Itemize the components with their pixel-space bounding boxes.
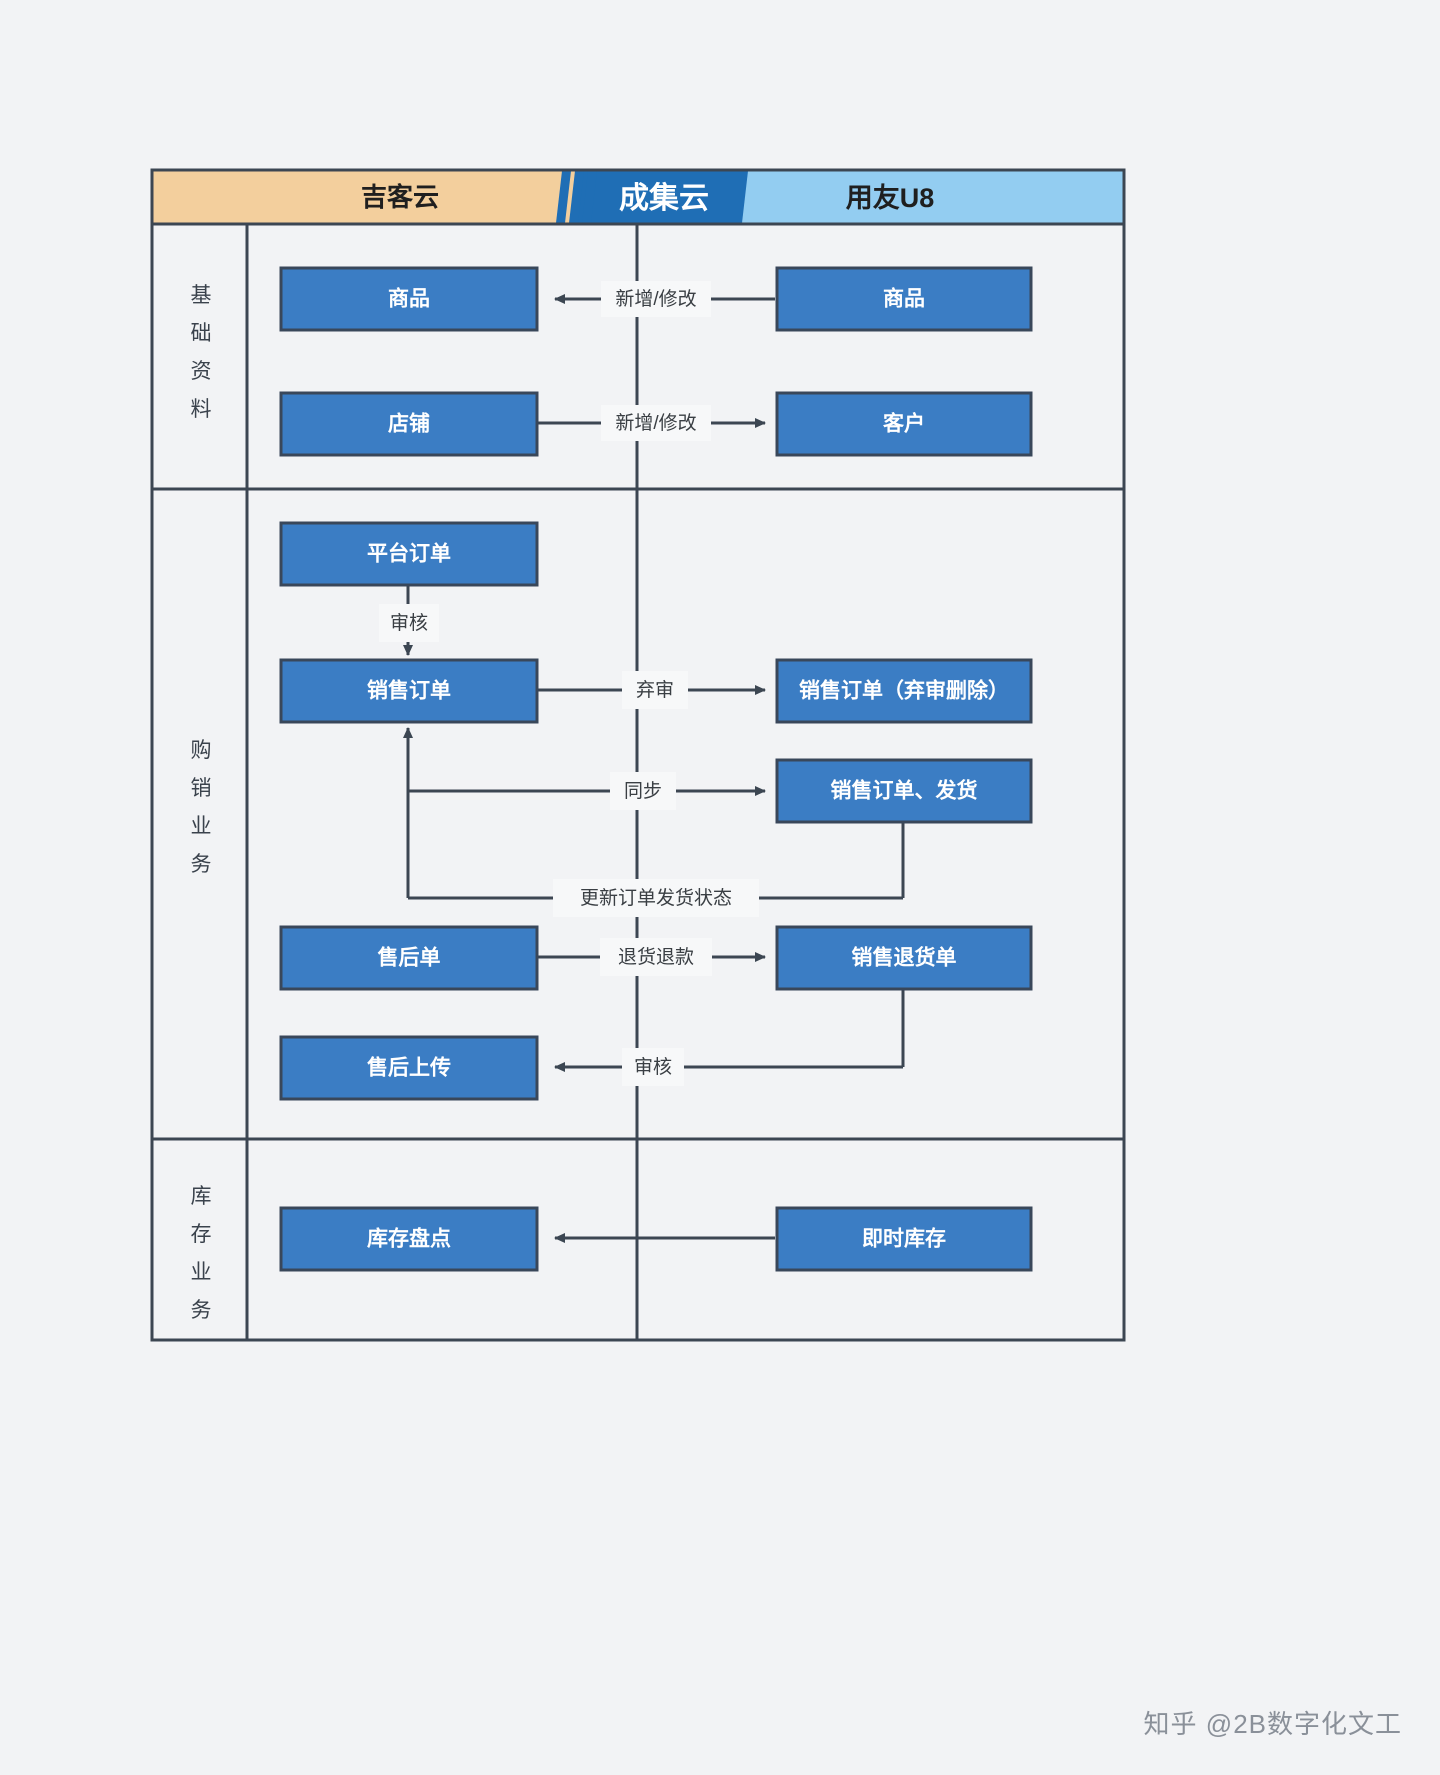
svg-text:新增/修改: 新增/修改 xyxy=(615,412,696,434)
header-center-title: 成集云 xyxy=(619,182,709,215)
node-label: 库存盘点 xyxy=(367,1227,451,1251)
edge-label-audit-order: 审核 xyxy=(379,604,439,642)
edge-audit-return xyxy=(554,987,905,1072)
edge-label-audit-return: 审核 xyxy=(622,1048,684,1086)
svg-text:库: 库 xyxy=(191,1185,212,1208)
svg-text:审核: 审核 xyxy=(634,1056,672,1078)
node-sales-order[interactable]: 销售订单 xyxy=(279,658,539,724)
node-sales-order-ship[interactable]: 销售订单、发货 xyxy=(775,758,1033,824)
node-goods-left[interactable]: 商品 xyxy=(279,266,539,332)
svg-text:存: 存 xyxy=(191,1223,212,1246)
node-label: 售后上传 xyxy=(367,1056,451,1080)
node-label: 即时库存 xyxy=(862,1227,946,1251)
header-bar: 吉客云 成集云 用友U8 xyxy=(150,168,1126,226)
svg-text:务: 务 xyxy=(191,853,212,876)
watermark-logo: 知乎 xyxy=(1143,1709,1198,1739)
header-left-panel xyxy=(153,171,583,223)
section-label-inventory: 库 存 业 务 xyxy=(191,1185,212,1322)
svg-text:业: 业 xyxy=(191,815,212,838)
edge-label-refund: 退货退款 xyxy=(600,938,712,976)
svg-text:料: 料 xyxy=(191,398,212,421)
node-aftersale[interactable]: 售后单 xyxy=(279,925,539,991)
node-label: 商品 xyxy=(388,287,430,311)
edge-sync xyxy=(403,727,766,796)
node-sales-return[interactable]: 销售退货单 xyxy=(775,925,1033,991)
svg-text:资: 资 xyxy=(191,360,212,383)
header-center-panel xyxy=(577,171,748,223)
section-label-purchase-sales: 购 销 业 务 xyxy=(191,739,212,876)
edge-label-goods: 新增/修改 xyxy=(601,281,711,317)
edge-labels-layer: 新增/修改 新增/修改 审核 弃审 同步 更新订单发货状态 xyxy=(379,281,759,1086)
edge-label-shop-customer: 新增/修改 xyxy=(601,405,711,441)
svg-text:础: 础 xyxy=(191,322,212,345)
svg-text:务: 务 xyxy=(191,1299,212,1322)
node-label: 售后单 xyxy=(378,946,441,970)
node-label: 销售订单、发货 xyxy=(831,779,978,803)
watermark-handle: @2B数字化文工 xyxy=(1205,1709,1402,1739)
edge-label-void: 弃审 xyxy=(622,671,688,709)
node-label: 平台订单 xyxy=(367,542,451,566)
header-left-title: 吉客云 xyxy=(361,182,439,212)
node-shop[interactable]: 店铺 xyxy=(279,391,539,457)
node-customer[interactable]: 客户 xyxy=(775,391,1033,457)
node-platform-order[interactable]: 平台订单 xyxy=(279,521,539,587)
watermark: 知乎 @2B数字化文工 xyxy=(1144,1704,1402,1741)
edge-label-sync: 同步 xyxy=(610,772,676,810)
header-right-title: 用友U8 xyxy=(846,183,935,213)
edge-label-update-ship: 更新订单发货状态 xyxy=(553,879,759,917)
node-sales-order-void[interactable]: 销售订单（弃审删除） xyxy=(775,658,1033,724)
header-right-panel xyxy=(742,171,1123,223)
node-aftersale-upload[interactable]: 售后上传 xyxy=(279,1035,539,1101)
svg-text:新增/修改: 新增/修改 xyxy=(615,288,696,310)
svg-text:更新订单发货状态: 更新订单发货状态 xyxy=(580,887,732,909)
node-stock-count[interactable]: 库存盘点 xyxy=(279,1206,539,1272)
header-stripes-icon xyxy=(556,171,597,223)
node-label: 商品 xyxy=(883,287,925,311)
svg-text:销: 销 xyxy=(191,777,212,800)
node-realtime-stock[interactable]: 即时库存 xyxy=(775,1206,1033,1272)
svg-text:同步: 同步 xyxy=(624,780,662,802)
svg-text:弃审: 弃审 xyxy=(636,679,674,701)
svg-text:购: 购 xyxy=(191,739,212,762)
svg-text:审核: 审核 xyxy=(390,612,428,634)
node-label: 销售订单 xyxy=(367,679,451,703)
node-label: 销售退货单 xyxy=(852,946,957,970)
svg-text:基: 基 xyxy=(191,284,212,307)
section-label-basic-data: 基 础 资 料 xyxy=(191,284,212,421)
node-label: 客户 xyxy=(883,412,925,436)
svg-text:业: 业 xyxy=(191,1261,212,1284)
node-goods-right[interactable]: 商品 xyxy=(775,266,1033,332)
svg-text:退货退款: 退货退款 xyxy=(618,946,694,968)
nodes-layer: 商品 商品 店铺 客户 平台订单 销售订单 xyxy=(279,266,1033,1272)
node-label: 店铺 xyxy=(388,412,430,436)
node-label: 销售订单（弃审删除） xyxy=(799,679,1009,703)
